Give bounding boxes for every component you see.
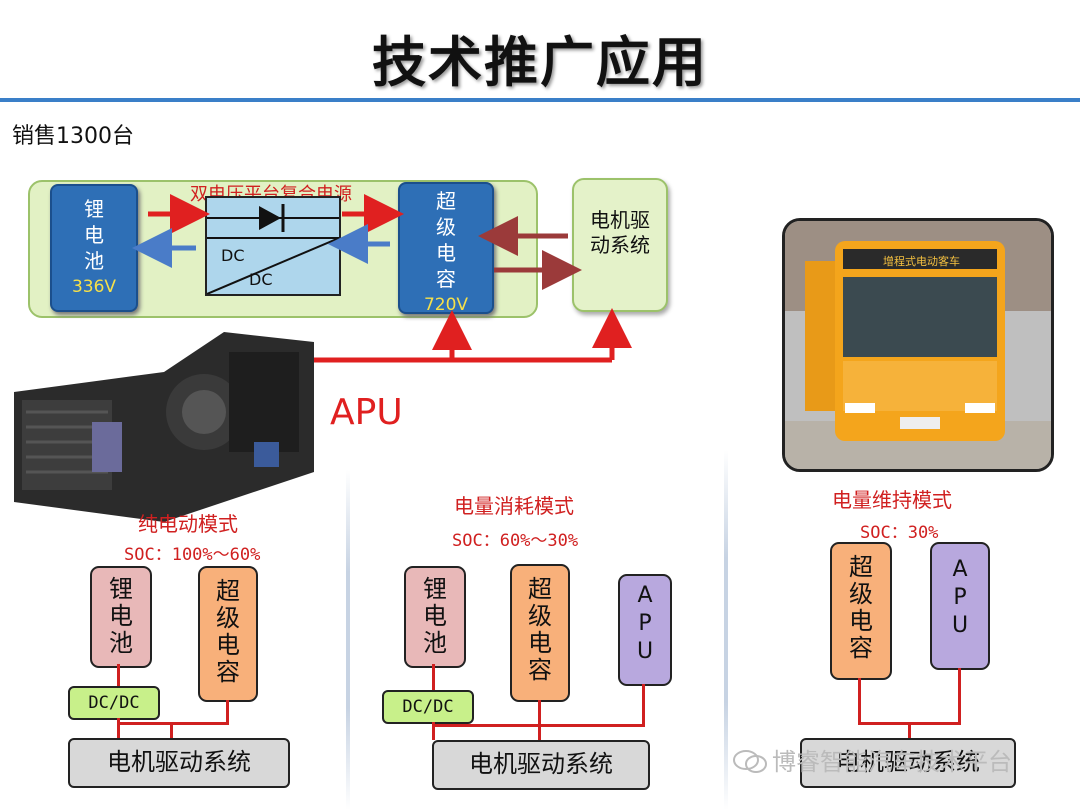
battery-box: 锂电池 336V — [50, 184, 138, 312]
mode2-supercap-box: 超级电容 — [510, 564, 570, 702]
mode1-line-b — [117, 718, 120, 738]
title-divider — [0, 98, 1080, 102]
dcdc-converter: DC DC — [205, 196, 341, 296]
wechat-icon — [733, 750, 767, 773]
mode3-line-b — [958, 668, 961, 724]
supercap-box: 超级电容 720V — [398, 182, 494, 315]
mode3-drive-box: 电机驱动系统 — [800, 738, 1016, 788]
mode3-supercap-box: 超级电容 — [830, 542, 892, 680]
mode1-drive-box: 电机驱动系统 — [68, 738, 290, 788]
mode2-apu-label: APU — [636, 583, 654, 664]
mode1-supercap-box: 超级电容 — [198, 566, 258, 702]
bus-sign: 增程式电动客车 — [883, 255, 960, 268]
battery-label: 锂电池 — [84, 197, 104, 273]
mode3-line-d — [908, 722, 911, 740]
diode-icon — [207, 204, 339, 294]
mode1-battery-label: 锂电池 — [109, 575, 133, 657]
bus-photo: 增程式电动客车 — [782, 218, 1054, 472]
bus-image — [785, 221, 1051, 469]
mode2-dcdc-box: DC/DC — [382, 690, 474, 724]
mode2-line-c — [538, 700, 541, 740]
mode1-title: 纯电动模式 — [138, 512, 238, 536]
motor-drive-box: 电机驱动系统 — [572, 178, 668, 312]
mode2-line-e — [432, 724, 645, 727]
mode2-line-d — [642, 684, 645, 726]
mode3-apu-label: APU — [951, 557, 969, 638]
mode3-soc: SOC：30% — [860, 523, 939, 543]
column-separator-1 — [346, 470, 350, 810]
apu-label: APU — [330, 392, 403, 433]
apu-generator-image — [14, 332, 314, 522]
sales-subtitle: 销售1300台 — [12, 124, 134, 149]
mode2-battery-label: 锂电池 — [423, 575, 447, 657]
mode1-battery-box: 锂电池 — [90, 566, 152, 668]
mode2-soc: SOC：60%～30% — [452, 531, 579, 551]
mode2-battery-box: 锂电池 — [404, 566, 466, 668]
mode1-line-a — [117, 664, 120, 686]
mode1-soc: SOC：100%～60% — [124, 545, 261, 565]
watermark: 博睿智能汽车技术平台 — [772, 748, 1012, 776]
mode2-apu-box: APU — [618, 574, 672, 686]
battery-voltage: 336V — [71, 277, 117, 297]
supercap-label: 超级电容 — [436, 189, 456, 291]
mode3-supercap-label: 超级电容 — [849, 553, 873, 662]
mode1-line-c — [226, 700, 229, 722]
mode2-title: 电量消耗模式 — [454, 494, 574, 518]
mode1-supercap-label: 超级电容 — [216, 577, 240, 686]
top-arrows — [132, 194, 632, 363]
page-title: 技术推广应用 — [372, 31, 708, 94]
mode2-line-a — [432, 664, 435, 690]
mode2-line-b — [432, 722, 435, 740]
mode3-apu-box: APU — [930, 542, 990, 670]
mode3-title: 电量维持模式 — [832, 488, 952, 512]
mode3-line-a — [858, 678, 861, 724]
mode2-drive-box: 电机驱动系统 — [432, 740, 650, 790]
column-separator-2 — [724, 450, 728, 810]
mode1-line-d — [117, 722, 229, 725]
dc-in-label: DC — [221, 246, 245, 265]
mode1-dcdc-box: DC/DC — [68, 686, 160, 720]
mode1-line-e — [170, 722, 173, 738]
motor-drive-label: 电机驱动系统 — [590, 208, 650, 257]
dc-out-label: DC — [249, 270, 273, 289]
mode2-supercap-label: 超级电容 — [528, 575, 552, 684]
